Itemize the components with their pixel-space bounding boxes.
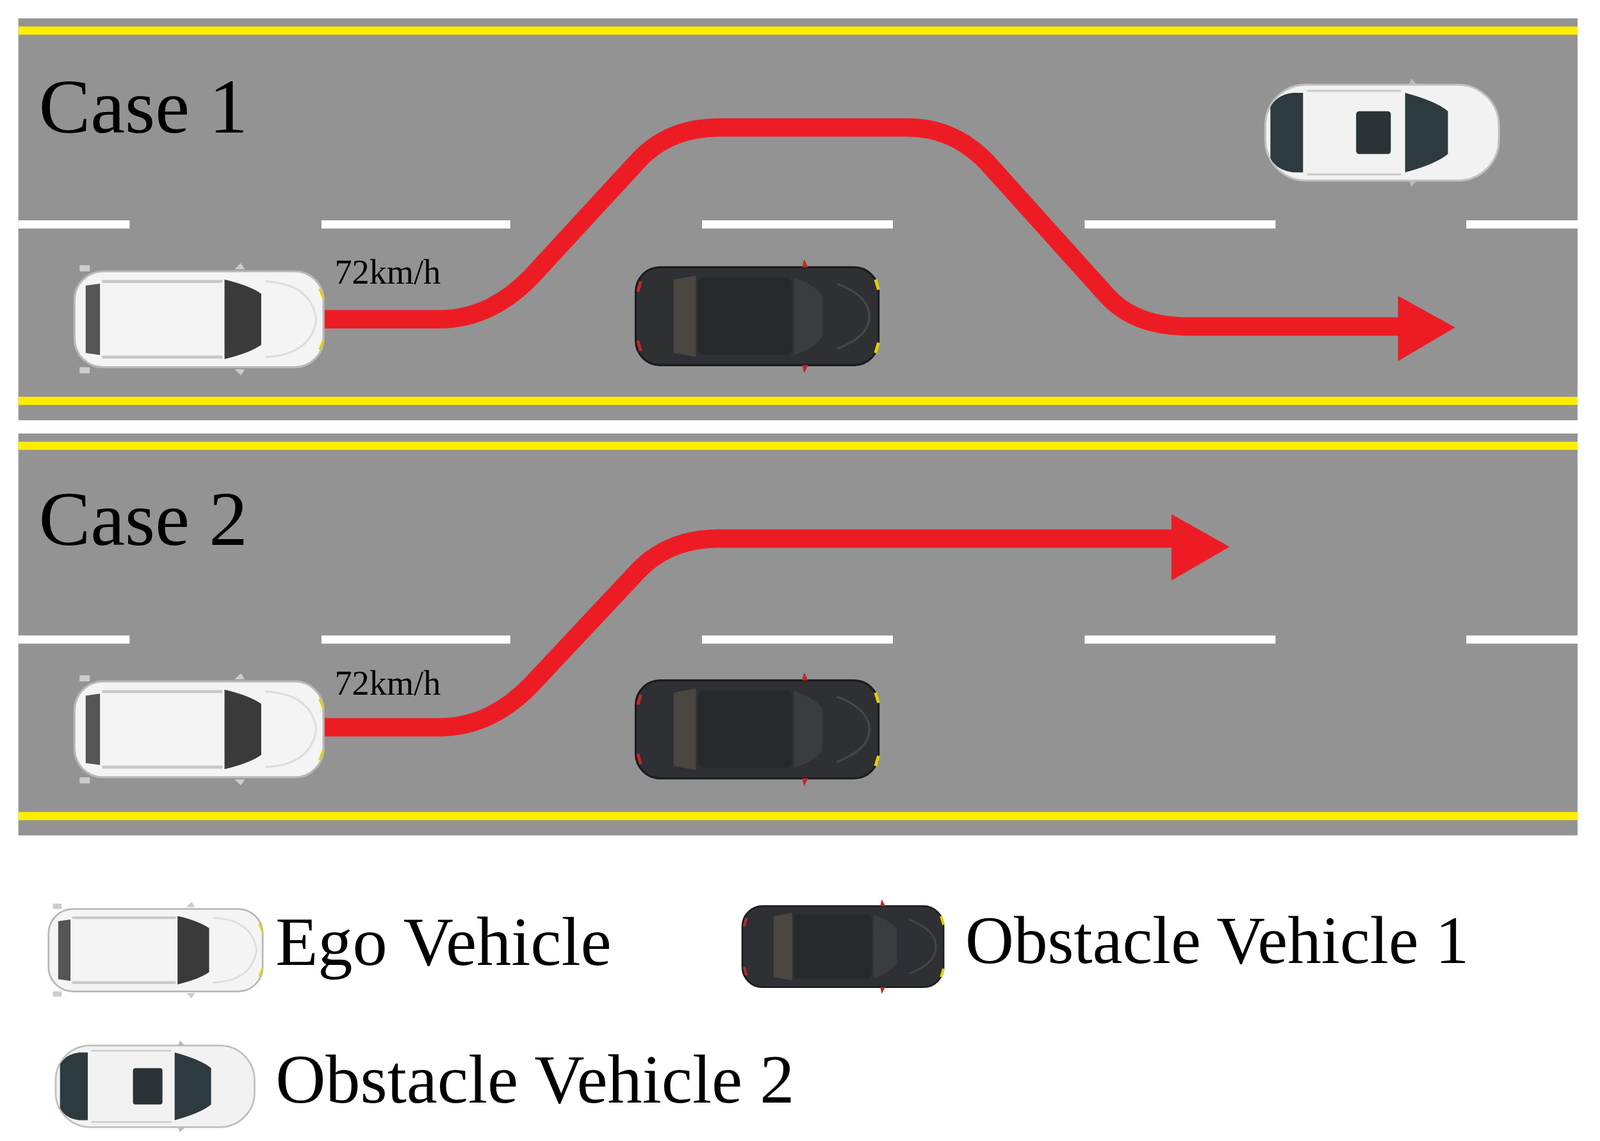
case-title: Case 2 <box>39 479 248 558</box>
legend-icon <box>742 899 944 995</box>
obstacle-vehicle-2 <box>1265 78 1499 188</box>
speed-label: 72km/h <box>334 254 442 290</box>
legend-text: Obstacle Vehicle 1 <box>965 906 1469 975</box>
speed-label: 72km/h <box>334 666 442 701</box>
road-case-2 <box>18 433 1578 836</box>
ego-vehicle <box>74 263 324 376</box>
road-case-1 <box>18 18 1578 421</box>
legend-icon <box>48 902 263 1000</box>
legend-text: Ego Vehicle <box>275 906 612 977</box>
ego-vehicle <box>74 673 324 786</box>
obstacle-vehicle-1 <box>636 672 879 787</box>
legend-text: Obstacle Vehicle 2 <box>275 1044 795 1114</box>
legend-icon <box>55 1040 255 1134</box>
case-title: Case 1 <box>39 67 248 145</box>
obstacle-vehicle-1 <box>636 259 879 374</box>
